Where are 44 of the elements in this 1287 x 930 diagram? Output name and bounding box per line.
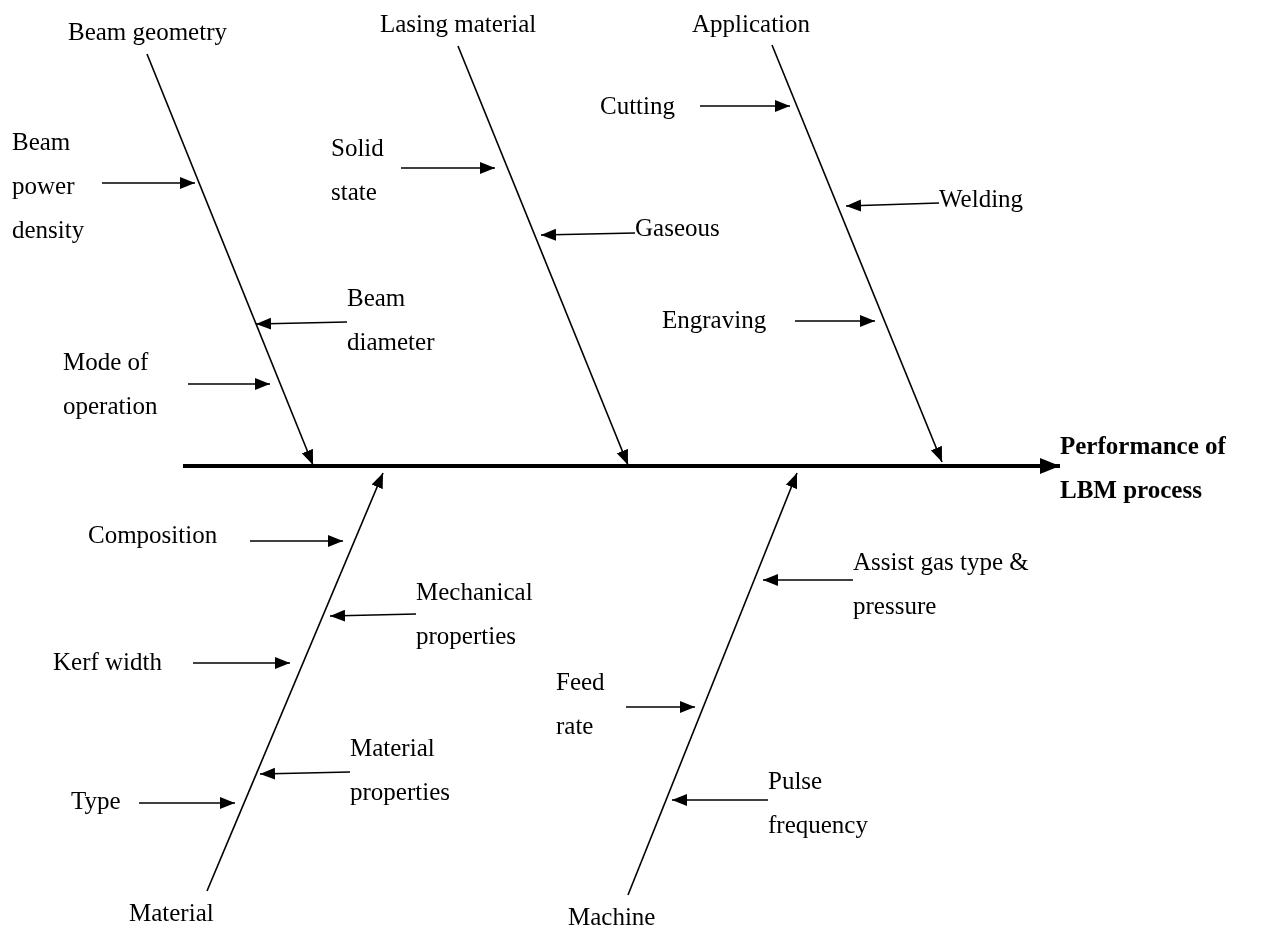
arrow	[249, 535, 344, 547]
cause-label: Composition	[88, 513, 250, 557]
arrow	[625, 701, 696, 713]
arrow	[762, 574, 854, 586]
arrow	[183, 458, 1060, 474]
cause-label: Mechanical properties	[416, 570, 566, 658]
arrow	[187, 378, 271, 390]
arrow	[794, 315, 876, 327]
arrow	[627, 472, 798, 896]
cause-label: Machine	[568, 895, 680, 930]
arrow	[192, 657, 291, 669]
arrow	[400, 162, 496, 174]
cause-label: Lasing material	[380, 2, 575, 46]
arrow	[259, 767, 351, 780]
cause-label: Material properties	[350, 726, 485, 814]
arrow	[255, 317, 348, 330]
cause-label: Beam geometry	[68, 10, 268, 54]
arrow	[699, 100, 791, 112]
cause-label: Material	[129, 891, 241, 930]
arrow	[457, 45, 629, 466]
cause-label: Gaseous	[635, 206, 745, 250]
cause-label: Beam diameter	[347, 276, 465, 364]
cause-label: Mode of operation	[63, 340, 188, 428]
cause-label: Feed rate	[556, 660, 626, 748]
arrow	[146, 53, 314, 466]
arrow	[329, 609, 417, 622]
arrow	[671, 794, 769, 806]
arrow	[206, 472, 384, 892]
cause-label: Beam power density	[12, 120, 104, 252]
arrow	[540, 228, 636, 241]
cause-label: Application	[692, 2, 847, 46]
arrow	[138, 797, 236, 809]
effect-label: Performance of LBM process	[1060, 424, 1260, 512]
arrow	[771, 44, 943, 463]
cause-label: Solid state	[331, 126, 401, 214]
arrow	[101, 177, 196, 189]
cause-label: Kerf width	[53, 640, 193, 684]
cause-label: Engraving	[662, 298, 795, 342]
cause-label: Pulse frequency	[768, 759, 898, 847]
cause-label: Cutting	[600, 84, 700, 128]
cause-label: Assist gas type & pressure	[853, 540, 1053, 628]
arrow	[845, 199, 940, 212]
cause-label: Type	[71, 779, 139, 823]
cause-label: Welding	[939, 177, 1051, 221]
